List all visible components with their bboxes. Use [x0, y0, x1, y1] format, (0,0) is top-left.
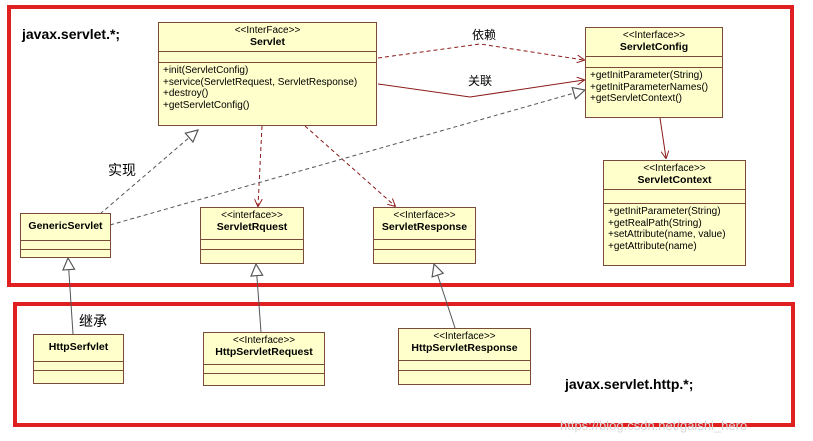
divider: [201, 249, 303, 250]
divider: [34, 370, 123, 371]
method: +getServletConfig(): [163, 99, 250, 111]
class-servlet[interactable]: <<InterFace>> Servlet +init(ServletConfi…: [158, 22, 377, 126]
method: +getInitParameter(String): [608, 206, 721, 217]
method: +getServletContext(): [590, 93, 682, 105]
package-frame-servlet: [7, 5, 794, 287]
method: +getAttribute(name): [608, 240, 697, 252]
dependency-connector: [377, 43, 584, 60]
inheritance-generic: [68, 258, 73, 335]
method-list: +getInitParameter(String) +getInitParame…: [586, 67, 722, 107]
method: +init(ServletConfig): [163, 65, 249, 76]
divider: [586, 56, 722, 67]
method: +setAttribute(name, value): [608, 229, 726, 241]
class-servlet-context[interactable]: <<Interface>> ServletContext +getInitPar…: [603, 160, 746, 266]
config-context-connector: [659, 117, 666, 158]
divider: [201, 239, 303, 249]
stereotype: <<Interface>>: [393, 210, 456, 221]
class-name: ServletConfig: [619, 41, 689, 53]
association-connector: [377, 80, 584, 98]
package-name-servlet: javax.servlet.*;: [22, 26, 121, 42]
divider: [159, 51, 376, 62]
inheritance-response: [434, 264, 456, 329]
divider: [374, 249, 475, 250]
class-servlet-request[interactable]: <<interface>> ServletRquest: [200, 207, 304, 264]
divider: [204, 364, 324, 373]
divider: [21, 240, 110, 249]
watermark: https://blog.csdn.net/gaishi_hero: [560, 418, 748, 433]
method: +getInitParameterNames(): [590, 81, 709, 93]
inheritance-request: [256, 264, 261, 333]
class-name: Servlet: [249, 36, 286, 48]
method: +service(ServletRequest, ServletResponse…: [163, 76, 358, 88]
class-name: ServletResponse: [381, 221, 468, 233]
class-name: GenericServlet: [28, 220, 103, 232]
class-http-servlet-response[interactable]: <<Interface>> HttpServletResponse: [398, 328, 531, 385]
class-name: ServletContext: [637, 174, 712, 186]
class-name: HttpServletRequest: [215, 346, 313, 358]
servlet-request-dependency: [258, 125, 263, 206]
divider: [374, 239, 475, 249]
stereotype: <<Interface>>: [643, 163, 706, 174]
method: +destroy(): [163, 88, 209, 100]
package-name-http: javax.servlet.http.*;: [565, 376, 694, 392]
divider: [204, 373, 324, 374]
realization-servlet: [99, 130, 198, 215]
method: +getRealPath(String): [608, 217, 702, 229]
divider: [21, 249, 110, 250]
divider: [604, 189, 745, 203]
stereotype: <<Interface>>: [232, 335, 296, 346]
package-frame-http: [13, 302, 795, 427]
method: +getInitParameter(String): [590, 70, 703, 81]
stereotype: <<InterFace>>: [234, 25, 301, 36]
divider: [399, 370, 530, 371]
divider: [399, 360, 530, 370]
divider: [34, 361, 123, 370]
dependency-label: 依赖: [472, 28, 497, 42]
realization-label: 实现: [108, 163, 136, 179]
class-name: HttpServletResponse: [411, 342, 518, 354]
stereotype: <<Interface>>: [433, 331, 496, 342]
association-label: 关联: [468, 74, 493, 88]
class-http-servlet[interactable]: HttpSerfvlet: [33, 334, 124, 384]
method-list: +getInitParameter(String) +getRealPath(S…: [604, 203, 745, 254]
servlet-response-dependency: [304, 125, 395, 206]
stereotype: <<interface>>: [221, 210, 283, 221]
class-http-servlet-request[interactable]: <<Interface>> HttpServletRequest: [203, 332, 325, 386]
class-name: HttpSerfvlet: [48, 341, 109, 353]
class-servlet-response[interactable]: <<Interface>> ServletResponse: [373, 207, 476, 264]
method-list: +init(ServletConfig) +service(ServletReq…: [159, 62, 376, 113]
realization-config: [109, 90, 585, 226]
class-name: ServletRquest: [216, 221, 288, 233]
class-servlet-config[interactable]: <<Interface>> ServletConfig +getInitPara…: [585, 27, 723, 118]
class-generic-servlet[interactable]: GenericServlet: [20, 213, 111, 258]
inheritance-label: 继承: [79, 314, 107, 330]
stereotype: <<Interface>>: [622, 30, 686, 41]
